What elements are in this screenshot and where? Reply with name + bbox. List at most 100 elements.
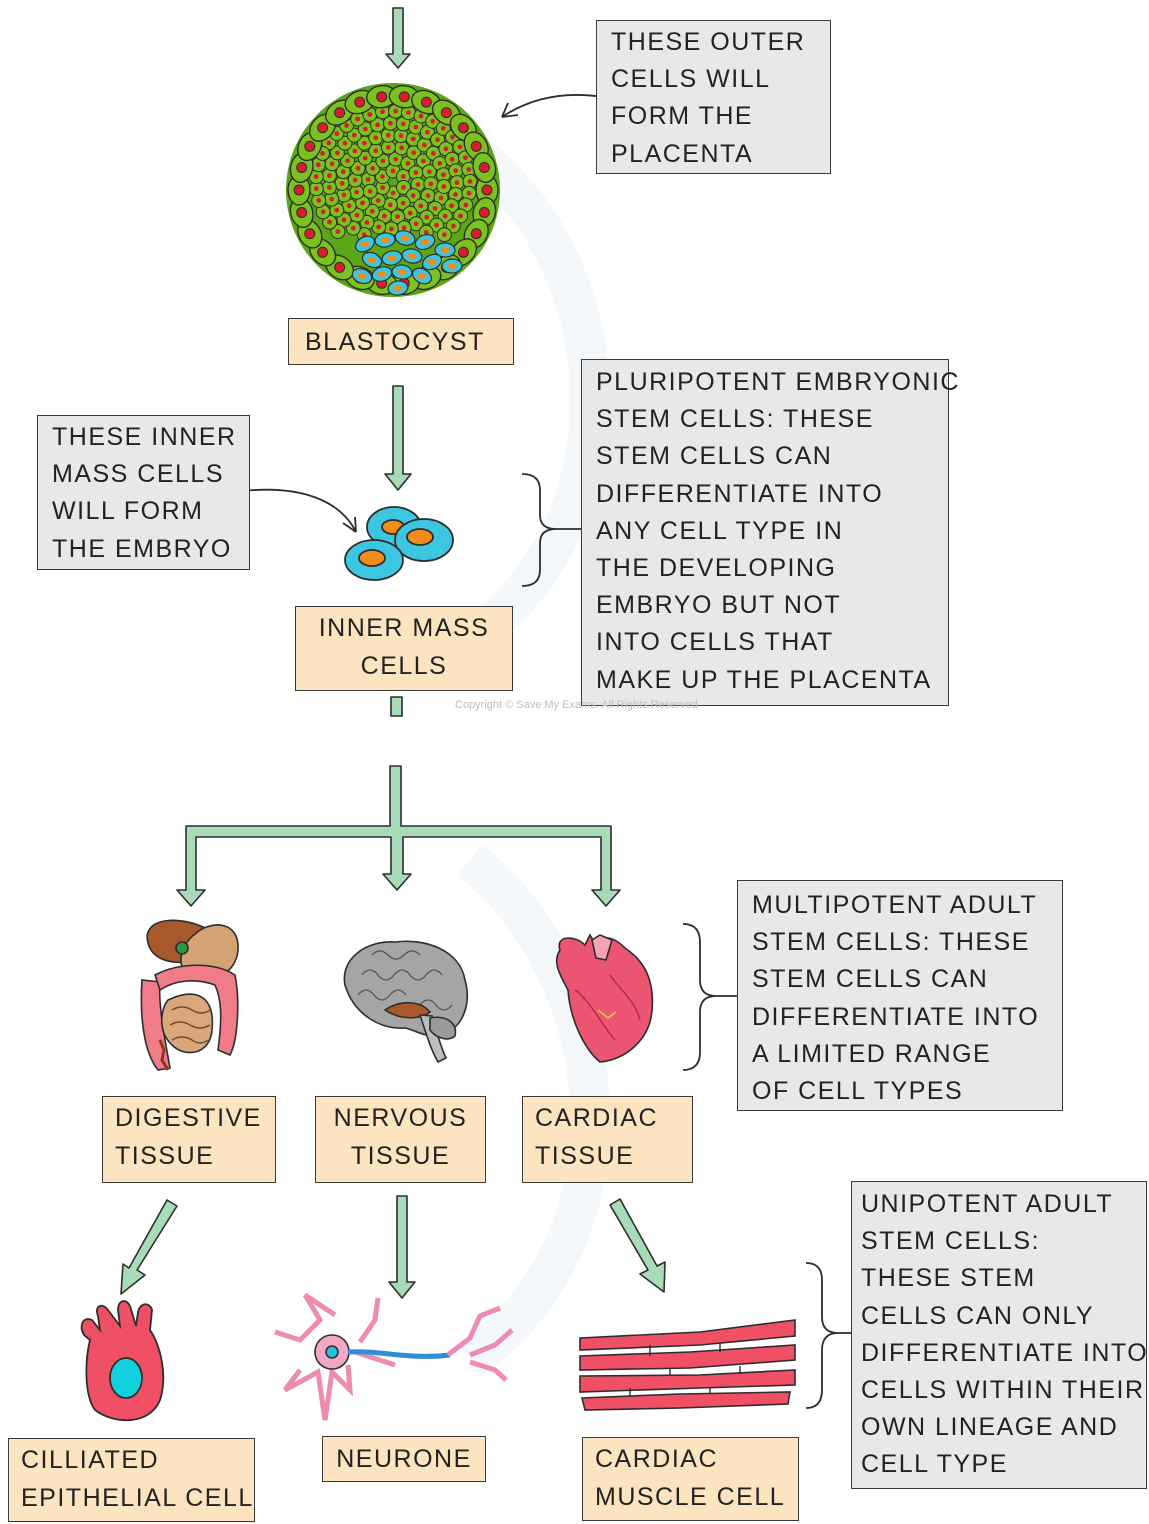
blastocyst-outer-nucleus bbox=[317, 122, 329, 134]
blastocyst-small-nucleus bbox=[339, 181, 345, 186]
blastocyst-small-nucleus bbox=[434, 222, 439, 228]
blastocyst-outer-nucleus bbox=[420, 96, 432, 108]
note-pluripotent-line: MAKE UP THE PLACENTA bbox=[596, 665, 932, 694]
blastocyst-outer-nucleus bbox=[398, 91, 410, 103]
arrow-cardiac-to-muscle bbox=[609, 1198, 666, 1293]
inner-mass-cells-label: INNER MASS CELLS bbox=[295, 606, 513, 691]
blastocyst-small-nucleus bbox=[362, 140, 367, 146]
bracket-pluripotent bbox=[521, 473, 582, 587]
heart-icon bbox=[555, 933, 654, 1063]
blastocyst-small-nucleus bbox=[327, 219, 332, 225]
note-multipotent-line: DIFFERENTIATE INTO bbox=[752, 1002, 1040, 1031]
digestive-tissue-label-line1: DIGESTIVE bbox=[115, 1104, 262, 1132]
blastocyst-outer-nucleus bbox=[304, 228, 316, 240]
cardiac-tissue-label-line2: TISSUE bbox=[535, 1142, 635, 1170]
blastocyst-small-nucleus bbox=[380, 185, 386, 191]
blastocyst-small-nucleus bbox=[442, 232, 447, 238]
blastocyst-small-nucleus bbox=[329, 161, 335, 167]
blastocyst-small-nucleus bbox=[450, 223, 456, 229]
note-inner-mass-line: WILL FORM bbox=[52, 497, 204, 526]
blastocyst-inner-mass-nucleus bbox=[407, 253, 417, 259]
note-pluripotent-line: DIFFERENTIATE INTO bbox=[596, 479, 884, 508]
neurone-label-text: NEURONE bbox=[336, 1445, 472, 1473]
blastocyst-small-nucleus bbox=[355, 116, 361, 122]
blastocyst-inner-mass-nucleus bbox=[420, 239, 430, 245]
note-pluripotent: PLURIPOTENT EMBRYONIC STEM CELLS: THESE … bbox=[581, 359, 960, 706]
blastocyst-small-nucleus bbox=[393, 108, 398, 114]
blastocyst-small-nucleus bbox=[426, 169, 432, 175]
blastocyst-small-nucleus bbox=[401, 225, 407, 231]
note-multipotent-line: MULTIPOTENT ADULT bbox=[752, 891, 1038, 919]
blastocyst-outer-nucleus bbox=[296, 207, 308, 218]
note-unipotent-line: CELLS CAN ONLY bbox=[861, 1301, 1095, 1330]
blastocyst-inner-mass-nucleus bbox=[427, 259, 437, 265]
arrow-nervous-to-neurone bbox=[388, 1195, 416, 1299]
blastocyst-small-nucleus bbox=[432, 206, 438, 211]
blastocyst-small-nucleus bbox=[315, 162, 321, 168]
blastocyst-label-text: BLASTOCYST bbox=[305, 328, 485, 356]
blastocyst-label: BLASTOCYST bbox=[288, 318, 514, 365]
blastocyst-small-nucleus bbox=[411, 150, 417, 156]
blastocyst-small-nucleus bbox=[435, 137, 440, 143]
note-pluripotent-line: STEM CELLS CAN bbox=[596, 442, 833, 471]
blastocyst-small-nucleus bbox=[388, 226, 394, 232]
note-unipotent-line: STEM CELLS: bbox=[861, 1227, 1041, 1256]
note-unipotent-line: THESE STEM bbox=[861, 1264, 1036, 1293]
note-multipotent-line: A LIMITED RANGE bbox=[752, 1039, 992, 1068]
inner-mass-cells-label-line2: CELLS bbox=[360, 652, 448, 680]
note-outer-cells-line: FORM THE bbox=[611, 102, 754, 131]
ciliated-cell-label: CILLIATED EPITHELIAL CELL bbox=[8, 1438, 255, 1522]
note-unipotent-line: OWN LINEAGE AND bbox=[861, 1413, 1119, 1442]
blastocyst-small-nucleus bbox=[450, 134, 455, 140]
blastocyst-small-nucleus bbox=[400, 174, 406, 179]
blastocyst-small-nucleus bbox=[387, 202, 393, 208]
blastocyst-small-nucleus bbox=[352, 177, 358, 183]
note-pluripotent-line: INTO CELLS THAT bbox=[596, 628, 834, 657]
blastocyst-inner-mass-nucleus bbox=[360, 241, 370, 247]
blastocyst-small-nucleus bbox=[413, 221, 419, 227]
blastocyst-small-nucleus bbox=[421, 142, 427, 148]
blastocyst-small-nucleus bbox=[393, 156, 399, 162]
inner-mass-cells-label-line1: INNER MASS bbox=[318, 614, 490, 642]
blastocyst-inner-mass-nucleus bbox=[397, 269, 407, 275]
brackets bbox=[521, 473, 852, 1409]
note-inner-mass-line: MASS CELLS bbox=[52, 460, 225, 489]
blastocyst-small-nucleus bbox=[442, 213, 448, 219]
blastocyst-small-nucleus bbox=[375, 122, 380, 128]
digestive-tissue-label: DIGESTIVE TISSUE bbox=[102, 1096, 276, 1183]
blastocyst-small-nucleus bbox=[437, 161, 443, 166]
note-inner-mass-line: THESE INNER bbox=[52, 423, 237, 451]
blastocyst-small-nucleus bbox=[369, 208, 375, 214]
arrow-digestive-to-ciliated bbox=[120, 1199, 178, 1295]
blastocyst-small-nucleus bbox=[418, 203, 424, 209]
nervous-tissue-label: NERVOUS TISSUE bbox=[315, 1096, 486, 1183]
blastocyst-outer-nucleus bbox=[296, 162, 308, 173]
note-inner-mass: THESE INNER MASS CELLS WILL FORM THE EMB… bbox=[37, 415, 250, 570]
note-pluripotent-line: PLURIPOTENT EMBRYONIC bbox=[596, 368, 960, 396]
blastocyst-small-nucleus bbox=[367, 112, 373, 117]
blastocyst-inner-mass-nucleus bbox=[387, 255, 397, 261]
blastocyst-small-nucleus bbox=[454, 180, 460, 186]
blastocyst-inner-mass-nucleus bbox=[440, 247, 450, 253]
blastocyst-outer-nucleus bbox=[440, 107, 452, 119]
blastocyst-outer-nucleus bbox=[334, 107, 346, 119]
blastocyst-small-nucleus bbox=[457, 144, 463, 150]
blastocyst-small-nucleus bbox=[423, 229, 429, 235]
blastocyst-outer-nucleus bbox=[478, 162, 490, 173]
blastocyst-small-nucleus bbox=[326, 185, 332, 190]
blastocyst-small-nucleus bbox=[316, 198, 322, 203]
inner-mass-cells-illustration bbox=[344, 506, 454, 581]
note-multipotent-line: STEM CELLS: THESE bbox=[752, 928, 1030, 957]
blastocyst-small-nucleus bbox=[334, 207, 340, 213]
blastocyst-small-nucleus bbox=[340, 169, 346, 175]
brain-icon bbox=[343, 940, 469, 1064]
blastocyst-small-nucleus bbox=[453, 192, 458, 197]
neurone-label: NEURONE bbox=[322, 1436, 486, 1482]
blastocyst-small-nucleus bbox=[467, 179, 473, 184]
note-outer-cells-line: THESE OUTER bbox=[611, 28, 806, 56]
blastocyst-small-nucleus bbox=[327, 173, 332, 178]
blastocyst-small-nucleus bbox=[400, 200, 406, 206]
blastocyst-small-nucleus bbox=[410, 193, 416, 199]
blastocyst-small-nucleus bbox=[449, 156, 455, 162]
